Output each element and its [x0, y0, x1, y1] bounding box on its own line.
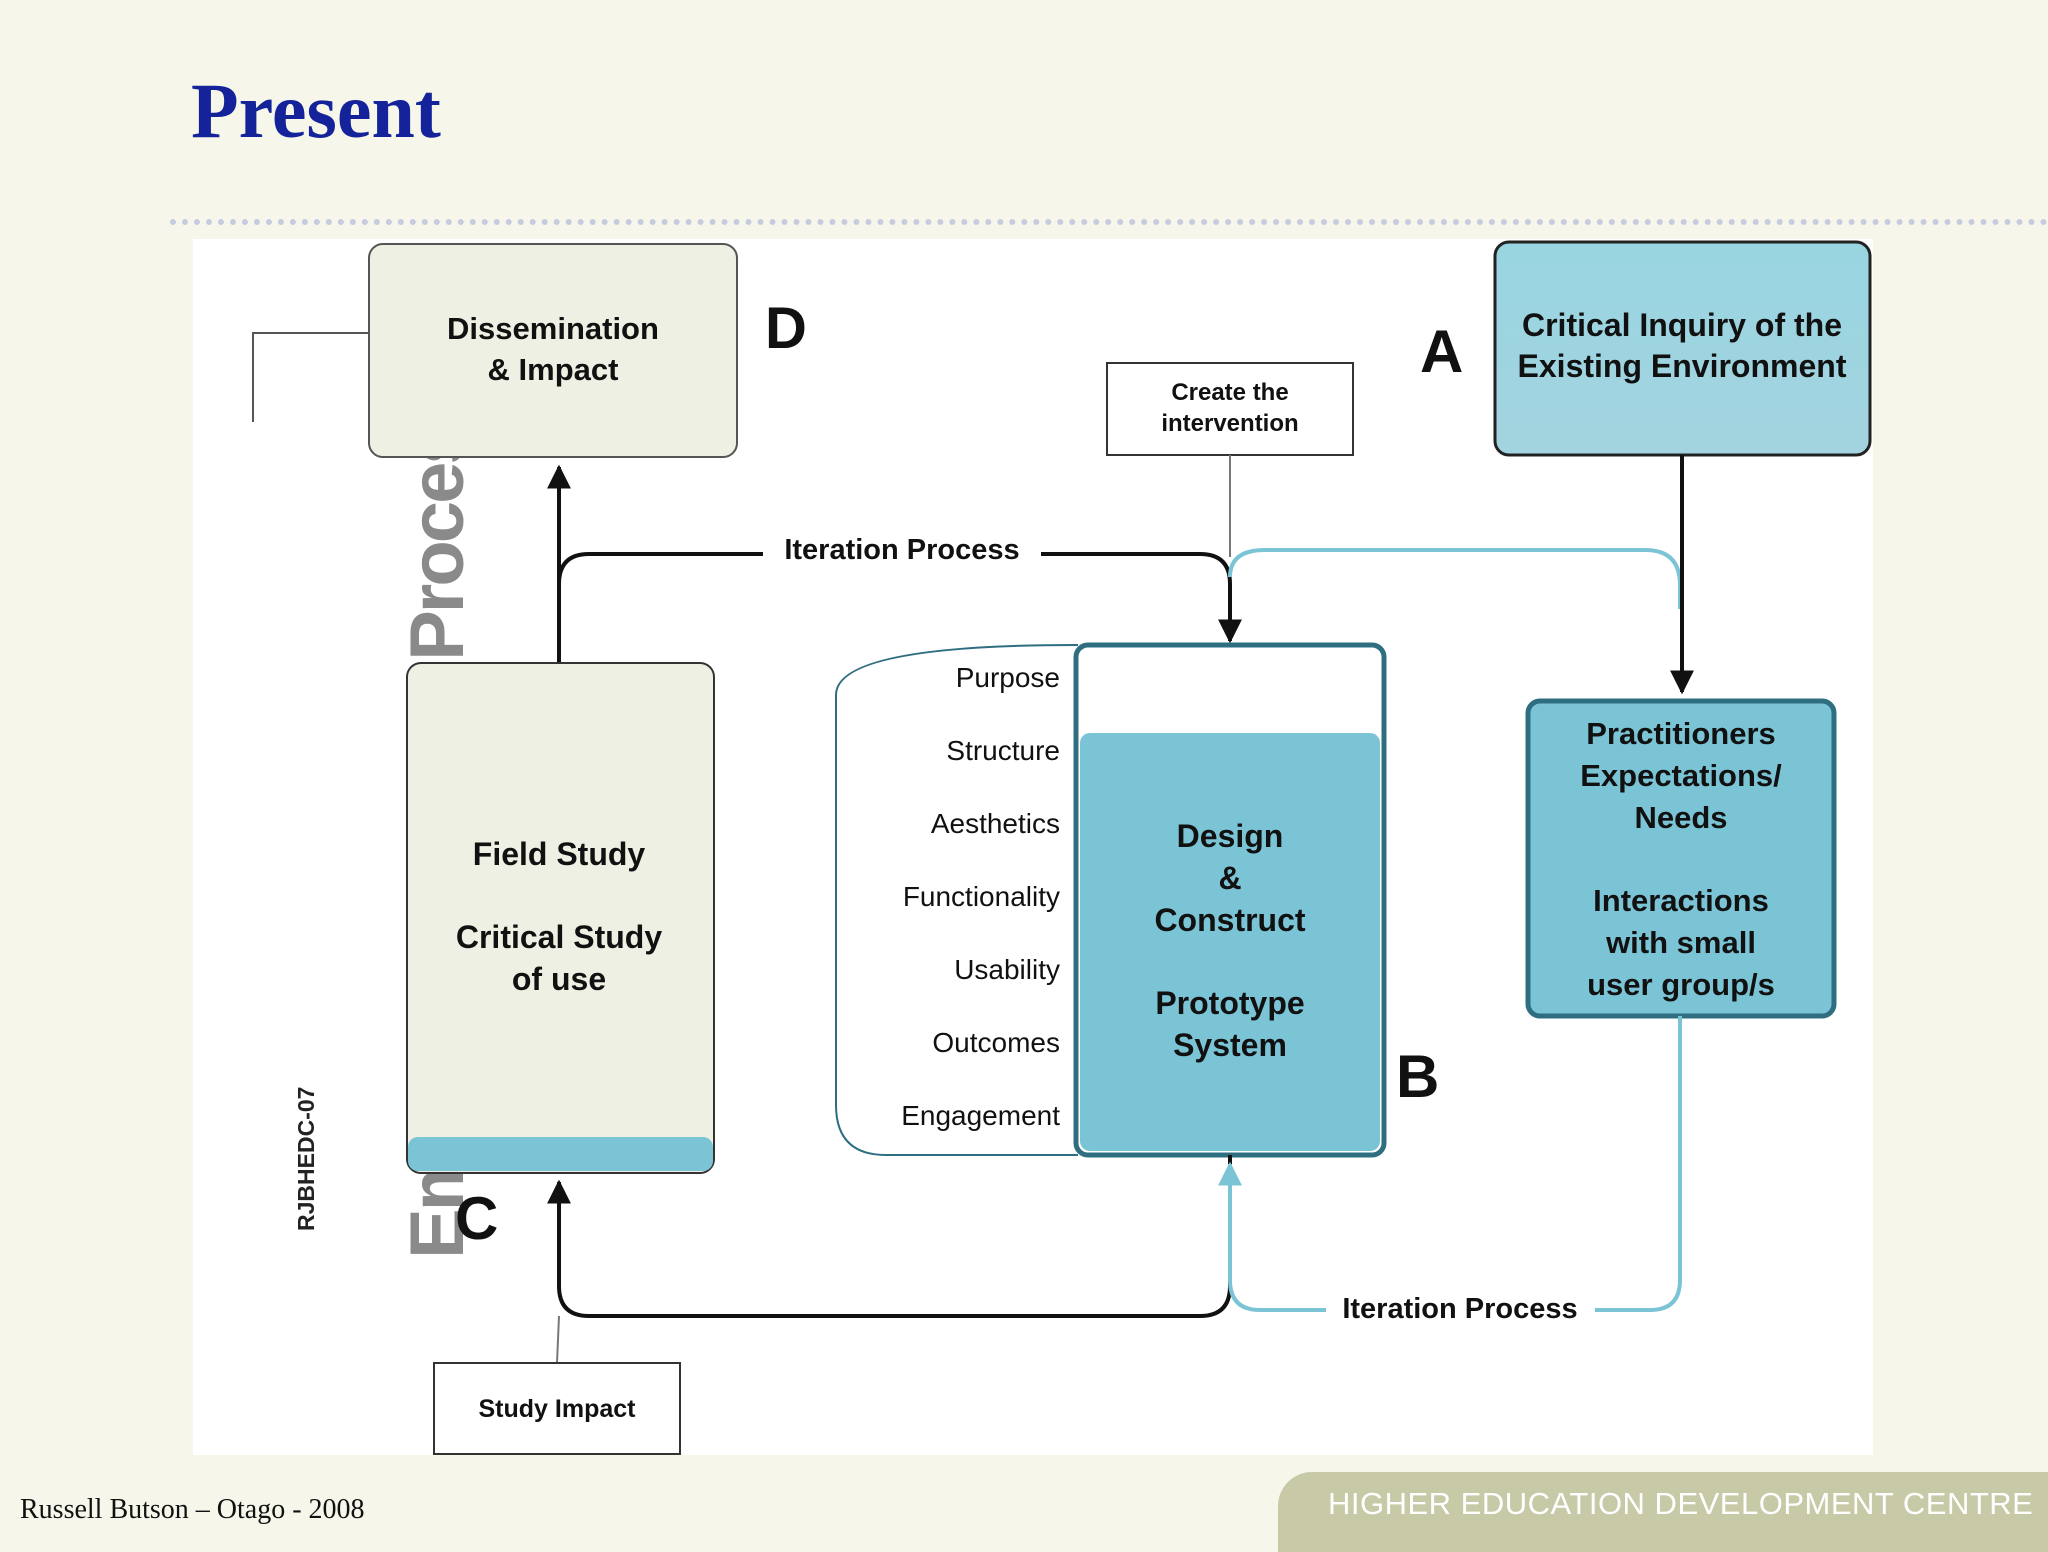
letter-a: A [1420, 318, 1463, 385]
practitioners-line3: Needs [1634, 800, 1727, 835]
box-b-line3: Construct [1154, 902, 1305, 938]
create-line2: intervention [1161, 410, 1298, 437]
box-d-line2: & Impact [488, 352, 619, 387]
practitioners-line4: Interactions [1593, 883, 1769, 918]
study-impact-connector [556, 1315, 560, 1364]
attribute-structure: Structure [946, 735, 1060, 766]
footer-banner-text: HIGHER EDUCATION DEVELOPMENT CENTRE [1328, 1486, 2034, 1521]
box-create-intervention: Create the intervention [1106, 362, 1354, 456]
attribute-outcomes: Outcomes [932, 1027, 1060, 1058]
box-a-line2: Existing Environment [1518, 348, 1847, 384]
box-b-line1: Design [1177, 818, 1284, 854]
box-field-study: Field Study Critical Study of use [406, 662, 715, 1174]
practitioners-line6: user group/s [1587, 967, 1775, 1002]
iteration-top-right-path [1041, 552, 1242, 644]
box-b-line5: System [1173, 1027, 1287, 1063]
box-b-line2: & [1218, 860, 1241, 896]
slide-title: Present [191, 67, 441, 154]
side-bracket-line [252, 332, 369, 422]
letter-b: B [1396, 1043, 1439, 1110]
letter-d: D [765, 296, 807, 361]
teal-bottom-left-path [1218, 1161, 1326, 1312]
create-line1: Create the [1171, 379, 1288, 406]
teal-bottom-right-path [1595, 1016, 1682, 1312]
attribute-usability: Usability [954, 954, 1060, 985]
practitioners-line1: Practitioners [1586, 716, 1776, 751]
letter-c: C [455, 1185, 498, 1252]
attribute-functionality: Functionality [903, 881, 1060, 912]
box-study-impact: Study Impact [433, 1362, 681, 1455]
attribute-engagement: Engagement [901, 1100, 1060, 1131]
box-design-construct: Design & Construct Prototype System [1073, 642, 1387, 1158]
box-c-line3: of use [512, 961, 606, 997]
side-code: RJBHEDC-07 [293, 1087, 319, 1231]
iteration-bottom-black-path [547, 1155, 1232, 1318]
attribute-purpose: Purpose [956, 662, 1060, 693]
footer-banner: HIGHER EDUCATION DEVELOPMENT CENTRE [1278, 1472, 2048, 1552]
study-impact-label: Study Impact [479, 1395, 637, 1423]
design-process-diagram: Emerging Design Process RJBHEDC-07 Disse… [252, 240, 1872, 1455]
attributes-list: Purpose Structure Aesthetics Functionali… [901, 662, 1060, 1131]
practitioners-line2: Expectations/ [1580, 758, 1782, 793]
footer-credit: Russell Butson – Otago - 2008 [20, 1494, 365, 1525]
title-divider [170, 219, 2048, 225]
box-critical-inquiry: Critical Inquiry of the Existing Environ… [1493, 240, 1872, 457]
attributes-bracket [835, 644, 1078, 1156]
iteration-bottom-label: Iteration Process [1342, 1293, 1577, 1325]
iteration-top-left-path [557, 552, 763, 673]
box-dissemination: Dissemination & Impact [368, 243, 738, 458]
attribute-aesthetics: Aesthetics [931, 808, 1060, 839]
teal-top-path [1228, 548, 1682, 609]
box-c-line1: Field Study [473, 836, 646, 872]
practitioners-line5: with small [1605, 925, 1756, 960]
iteration-top-label: Iteration Process [784, 534, 1019, 566]
box-c-line2: Critical Study [456, 919, 662, 955]
box-d-line1: Dissemination [447, 311, 659, 346]
diagram-panel: Emerging Design Process RJBHEDC-07 Disse… [193, 239, 1873, 1455]
box-a-line1: Critical Inquiry of the [1522, 307, 1842, 343]
box-practitioners: Practitioners Expectations/ Needs Intera… [1525, 698, 1837, 1019]
box-b-line4: Prototype [1155, 985, 1304, 1021]
